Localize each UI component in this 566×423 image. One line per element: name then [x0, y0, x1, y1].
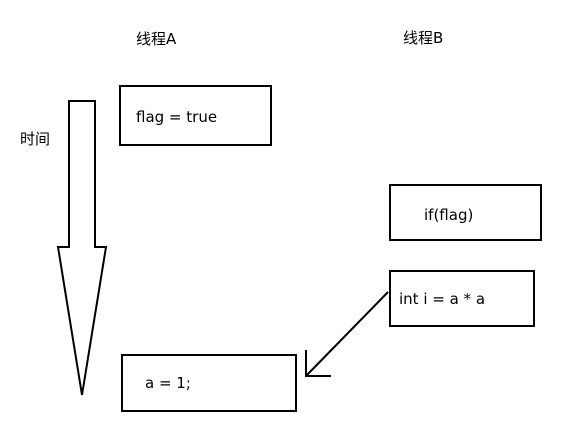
box-int-i: int i = a * a [389, 270, 535, 327]
box-flag-true: flag = true [119, 85, 272, 146]
box-a-eq-1-text: a = 1; [145, 374, 191, 392]
box-a-eq-1: a = 1; [121, 354, 297, 412]
box-if-flag: if(flag) [389, 184, 542, 241]
thread-b-label: 线程B [403, 29, 444, 47]
reorder-arrow-line [305, 291, 389, 377]
time-arrow-icon [56, 100, 108, 396]
time-label: 时间 [20, 130, 51, 148]
box-if-flag-text: if(flag) [424, 206, 474, 224]
thread-a-label: 线程A [136, 30, 177, 48]
box-flag-true-text: flag = true [136, 108, 218, 126]
reorder-arrowhead-icon [305, 350, 331, 377]
box-int-i-text: int i = a * a [399, 290, 486, 308]
